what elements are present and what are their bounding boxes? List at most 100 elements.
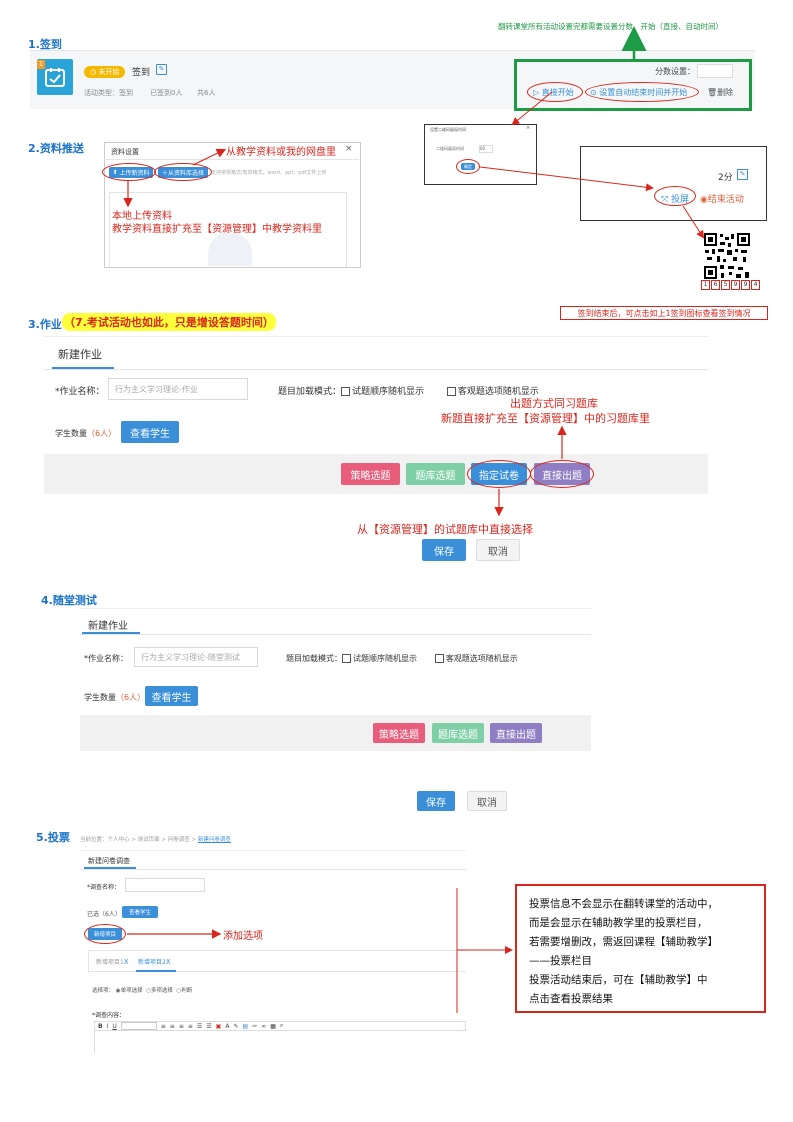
item-tab-2-close-icon[interactable]: X [165,958,171,966]
item-tab-2-label: 新增项目2 [138,959,166,966]
quiz-students-count-value: （6人） [116,693,146,702]
calendar-check-icon [45,68,65,87]
tab-underline [84,867,136,869]
item-tabs-box [88,950,466,972]
upload-hint: 支持常规格式/有效格式，word、ppt、pdf文件上传 [211,170,327,176]
homework-form [44,336,708,567]
strategy-select-button[interactable]: 策略选题 [341,463,400,485]
quiz-name-label-text: *作业名称： [84,654,128,663]
quiz-cancel-button[interactable]: 取消 [467,791,507,811]
judge-label: 判断 [181,988,193,994]
align-left-icon[interactable]: ≡ [160,1022,166,1030]
breadcrumb-current[interactable]: 新建问卷调查 [197,837,231,843]
activity-number-badge: 1 [37,60,45,69]
delete-button[interactable]: 🗑删除 [707,87,733,98]
info-line: 投票信息不会显示在翻转课堂的活动中， [529,898,718,910]
tab-divider [80,869,466,870]
type-label: 选择项： [92,988,115,994]
qr-caption-text: 签到结束后，可点击如上1签到图标查看签到情况 [577,308,751,318]
clock-icon: ◷ [90,68,97,76]
align-center-icon[interactable]: ≡ [169,1022,175,1030]
cancel-button[interactable]: 取消 [476,539,520,561]
quiz-random-option-checkbox[interactable] [434,654,444,663]
quiz-name-input[interactable]: 行为主义学习理论-随堂测试 [134,647,258,667]
item-tab-1[interactable]: 新增项目1X [96,957,129,966]
section-3-note: （7.考试活动也如此，只是增设答题时间） [62,313,276,331]
single-choice-radio[interactable]: ◉ [115,988,121,994]
underline-icon[interactable]: U [112,1022,117,1030]
qr-digit: 4 [751,280,760,290]
align-right-icon[interactable]: ≡ [178,1022,184,1030]
note-same-as-bank: 出题方式同习题库 [510,397,598,410]
rich-text-area[interactable] [94,1031,467,1053]
upload-ellipse [102,163,156,181]
item-tab-1-label: 新增项目1 [96,959,124,966]
quiz-view-students-button[interactable]: 查看学生 [145,686,198,706]
quiz-random-order-checkbox[interactable] [342,654,351,663]
qr-confirm-ellipse [456,159,480,174]
tab-new-quiz[interactable]: 新建作业 [88,621,128,632]
bank-select-button[interactable]: 题库选题 [406,463,465,485]
type-row: 选择项： ◉单项选择 ○多项选择 ○判断 [92,986,192,994]
multi-choice-radio[interactable]: ○ [146,988,151,994]
homework-name-input[interactable]: 行为主义学习理论-作业 [108,378,248,400]
save-button[interactable]: 保存 [422,539,466,561]
quiz-load-mode-label: 题目加载模式： [286,654,342,663]
tab-new-survey[interactable]: 新建问卷调查 [88,857,130,865]
tab-new-homework[interactable]: 新建作业 [58,348,102,361]
justify-icon[interactable]: ≡ [187,1022,193,1030]
item-tab-1-close-icon[interactable]: X [123,958,129,966]
italic-icon[interactable]: I [106,1022,109,1030]
ordered-list-icon[interactable]: ☰ [196,1022,203,1030]
note-from-library: 从教学资料或我的网盘里 [226,147,336,158]
survey-name-input[interactable] [125,878,205,892]
end-activity-button[interactable]: ◉结束活动 [700,192,744,205]
quiz-bank-select-button[interactable]: 题库选题 [432,723,484,743]
save-icon[interactable]: ▤ [242,1022,249,1030]
info-line: 点击查看投票结果 [529,993,613,1005]
search-icon[interactable]: ⌕ [279,1022,284,1029]
homework-name-label: *作业名称： [55,384,105,397]
info-line: 而是会显示在辅助教学里的投票栏目， [529,917,708,929]
item-tab-2[interactable]: 新增项目2X [138,957,171,966]
random-option-checkbox[interactable] [446,387,456,396]
edit-icon[interactable]: ✎ [156,64,167,75]
add-item-ellipse [84,924,126,944]
quiz-students-count: 学生数量（6人） [84,692,145,703]
qr-dialog-close-icon[interactable]: × [526,125,531,131]
students-label: 学生数量 [55,429,87,438]
random-option-label: 客观题选项随机显示 [457,387,539,397]
section-3-title: 3.作业 [28,318,62,331]
highlight-box-green [514,59,752,111]
content-label: *调查内容： [92,1012,126,1019]
table-icon[interactable]: ▦ [270,1022,276,1030]
highlight-icon[interactable]: ✎ [233,1022,239,1030]
attachment-icon[interactable]: ✑ [252,1022,258,1030]
dialog-close-icon[interactable]: × [345,144,353,154]
meta-total: 共6人 [197,89,216,97]
score-edit-icon[interactable]: ✎ [737,169,748,180]
font-select[interactable] [120,1022,157,1030]
link-icon[interactable]: ∞ [261,1022,267,1030]
bullet-list-icon[interactable]: ☰ [206,1022,212,1030]
delete-label: 删除 [717,88,734,97]
single-choice-label: 单项选择 [120,988,143,994]
view-students-button[interactable]: 查看学生 [121,421,179,443]
tab-divider [44,369,708,370]
qr-time-field-value[interactable]: 60 [479,145,493,153]
quiz-load-mode-row: 题目加载模式：试题顺序随机显示 客观题选项随机显示 [286,653,518,664]
quiz-strategy-select-button[interactable]: 策略选题 [373,723,425,743]
font-color-icon[interactable]: A [225,1022,230,1030]
quiz-save-button[interactable]: 保存 [417,791,455,811]
project-ellipse [654,186,696,206]
bold-icon[interactable]: B [98,1022,103,1030]
stop-circle-icon: ◉ [700,195,708,205]
score-value: 2分 [718,173,733,183]
quiz-direct-create-button[interactable]: 直接出题 [490,723,542,743]
survey-view-students-button[interactable]: 查看学生 [122,906,158,918]
score-input[interactable] [697,64,733,78]
image-icon[interactable]: ▣ [215,1022,222,1030]
random-order-checkbox[interactable] [341,387,351,396]
judge-radio[interactable]: ○ [176,988,182,994]
students-count-value: （6人） [87,429,117,438]
